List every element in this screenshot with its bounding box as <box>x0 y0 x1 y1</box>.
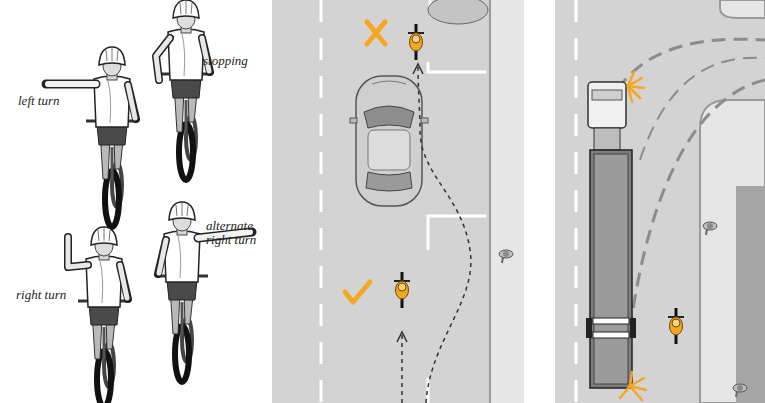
pedestrian <box>733 384 747 397</box>
art-line <box>630 386 642 400</box>
truck <box>586 82 636 388</box>
art-rect <box>736 186 765 403</box>
art-rect <box>586 318 592 338</box>
art-path <box>630 80 765 330</box>
art-rect <box>592 90 622 100</box>
art-path <box>68 237 88 267</box>
art-line <box>320 0 323 403</box>
art-path <box>120 265 128 299</box>
art-use <box>733 384 747 397</box>
pedestrian <box>499 250 513 263</box>
art-ellipse <box>428 0 488 24</box>
signal-label: stopping <box>203 54 265 68</box>
art-rect <box>356 76 422 206</box>
art-rect <box>350 118 357 123</box>
art-path <box>156 38 170 80</box>
art-use <box>394 272 410 308</box>
art-rect <box>594 154 628 384</box>
art-rect <box>368 130 410 170</box>
art-path <box>366 172 412 191</box>
art-rect <box>0 0 268 403</box>
art-path <box>159 240 166 273</box>
art-use <box>160 0 212 180</box>
art-path <box>700 100 765 403</box>
art-use <box>499 250 513 263</box>
art-line <box>628 72 634 86</box>
art-rect <box>588 82 626 128</box>
art-path <box>128 85 135 118</box>
right-turn-rider <box>68 227 130 403</box>
art-path <box>68 237 88 267</box>
cyclist-wrong <box>408 24 424 60</box>
art-path <box>418 66 471 403</box>
art-use <box>703 222 717 235</box>
art-line <box>630 372 632 386</box>
art-rect <box>490 0 524 403</box>
art-path <box>120 265 127 298</box>
art-line <box>575 0 578 403</box>
truck-panel <box>555 0 765 403</box>
art-rect <box>590 150 632 388</box>
art-line <box>628 86 632 102</box>
art-path <box>156 38 170 80</box>
cyclist-right <box>394 272 410 308</box>
art-path <box>364 106 414 128</box>
art-use <box>86 47 138 227</box>
art-path <box>46 80 96 89</box>
signal-label: left turn <box>18 94 98 108</box>
art-use <box>668 308 684 344</box>
signal-label: right turn <box>16 288 86 302</box>
art-rect <box>272 0 524 403</box>
signal-flash-rear <box>620 372 646 400</box>
signal-label: alternate right turn <box>206 219 266 247</box>
art-path <box>397 332 407 342</box>
art-use <box>408 24 424 60</box>
art-path <box>401 334 403 403</box>
wrong-mark <box>367 22 385 44</box>
art-path <box>720 0 765 18</box>
left-turn-rider <box>46 47 138 227</box>
check-mark <box>345 282 370 302</box>
art-rect <box>555 0 765 403</box>
art-line <box>620 386 630 398</box>
art-rect <box>593 318 629 324</box>
cyclist-blind-spot <box>668 308 684 344</box>
art-path <box>48 81 96 87</box>
art-rect <box>630 318 636 338</box>
riding-line-panel <box>272 0 524 403</box>
art-rect <box>421 118 428 123</box>
art-path <box>158 240 166 274</box>
signal-flash-front <box>628 72 644 102</box>
pedestrian <box>703 222 717 235</box>
parked-car <box>350 76 428 206</box>
art-use <box>156 202 208 382</box>
art-path <box>640 58 765 160</box>
art-use <box>78 227 130 403</box>
art-path <box>428 62 486 72</box>
art-path <box>128 85 136 119</box>
art-line <box>489 0 491 403</box>
hand-signal-panel <box>0 0 268 403</box>
art-path <box>372 81 406 84</box>
stopping-rider <box>156 0 212 180</box>
art-path <box>413 64 423 74</box>
art-path <box>428 216 486 250</box>
art-rect <box>594 128 620 150</box>
art-rect <box>593 332 629 338</box>
